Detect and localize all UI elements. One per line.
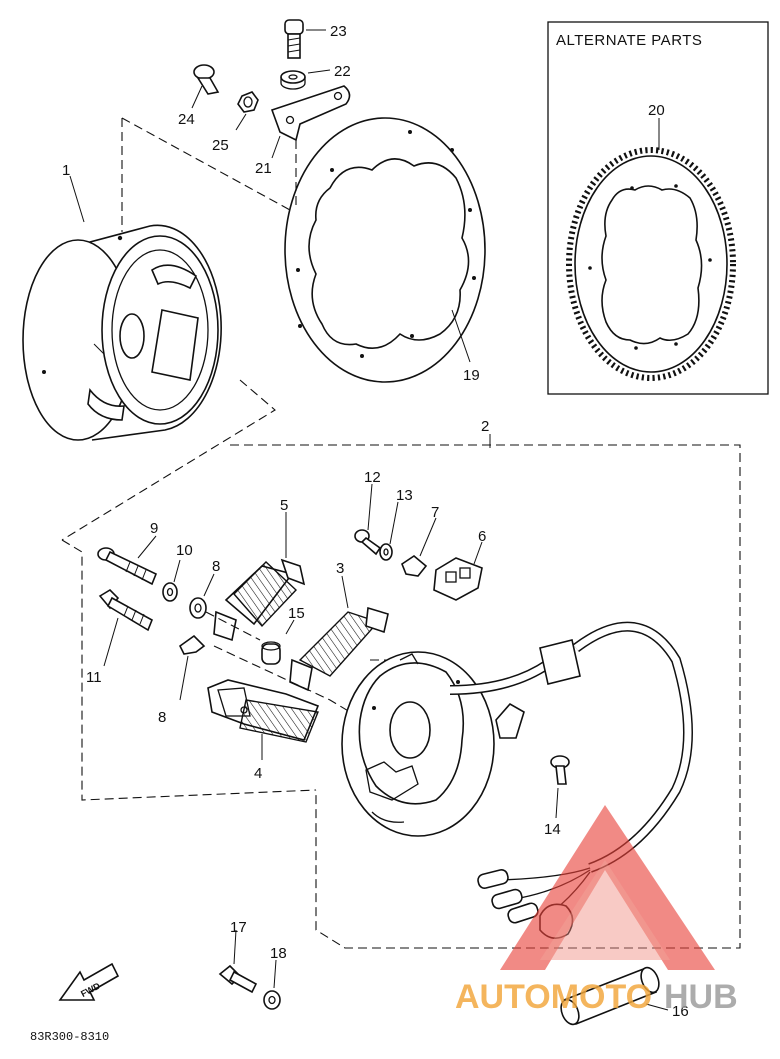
lighting-coil-part-4[interactable]: [207, 679, 320, 743]
callout-19: 19: [463, 367, 480, 384]
callout-13: 13: [396, 487, 413, 504]
callout-7: 7: [431, 504, 439, 521]
callout-16: 16: [672, 1003, 689, 1020]
callout-24: 24: [178, 111, 195, 128]
callout-6: 6: [478, 528, 486, 545]
callout-10: 10: [176, 542, 193, 559]
bolt-part-11[interactable]: [98, 588, 154, 632]
screw-part-14[interactable]: [550, 755, 570, 785]
charge-coil-part-5[interactable]: [213, 558, 306, 642]
washer-part-8-upper[interactable]: [189, 597, 207, 619]
screw-part-24[interactable]: [193, 64, 220, 95]
callout-22: 22: [334, 63, 351, 80]
diagram-code: 83R300-8310: [30, 1030, 109, 1044]
callout-3: 3: [336, 560, 344, 577]
watermark-text-1: AUTOMOTO: [455, 978, 652, 1016]
sleeve-part-16[interactable]: [558, 965, 663, 1027]
callout-14: 14: [544, 821, 561, 838]
bolt-part-17[interactable]: [218, 964, 258, 994]
callout-8-lower: 8: [158, 709, 166, 726]
forward-arrow-icon: FWD: [58, 962, 120, 1001]
bolt-part-23[interactable]: [284, 19, 304, 59]
callout-23: 23: [330, 23, 347, 40]
callout-15: 15: [288, 605, 305, 622]
washer-part-13[interactable]: [379, 543, 393, 561]
callout-5: 5: [280, 497, 288, 514]
callout-20: 20: [648, 102, 665, 119]
ring-gear-part-20[interactable]: [566, 147, 736, 381]
callout-4: 4: [254, 765, 262, 782]
bracket-part-21[interactable]: [270, 85, 351, 142]
callout-25: 25: [212, 137, 229, 154]
pulser-coil-part-3[interactable]: [289, 606, 389, 692]
alternate-parts-box: ALTERNATE PARTS: [547, 21, 769, 395]
washer-part-22[interactable]: [280, 70, 306, 90]
callout-1: 1: [62, 162, 70, 179]
washer-part-10[interactable]: [162, 582, 178, 602]
callout-11: 11: [86, 669, 102, 686]
callout-9: 9: [150, 520, 158, 537]
plate-ring-part-19[interactable]: [284, 117, 486, 383]
clamp-part-7[interactable]: [401, 555, 428, 577]
callout-17: 17: [230, 919, 247, 936]
spacer-part-15[interactable]: [261, 641, 281, 665]
callout-8-upper: 8: [212, 558, 220, 575]
callout-21: 21: [255, 160, 272, 177]
nut-part-25[interactable]: [237, 91, 259, 113]
alternate-parts-title: ALTERNATE PARTS: [556, 32, 702, 49]
stator-base-plate[interactable]: [341, 651, 525, 837]
callout-18: 18: [270, 945, 287, 962]
watermark-text-2: HUB: [664, 978, 738, 1016]
watermark-logo: AUTOMOTO HUB: [455, 805, 738, 1016]
bolt-part-9[interactable]: [97, 547, 158, 586]
connector-part-6[interactable]: [433, 557, 483, 601]
callout-2: 2: [481, 418, 489, 435]
callout-12: 12: [364, 469, 381, 486]
flywheel-rotor-part-1[interactable]: [22, 224, 222, 441]
clip-part-8-lower[interactable]: [178, 634, 206, 655]
screw-part-12[interactable]: [354, 529, 382, 556]
washer-part-18[interactable]: [263, 990, 281, 1010]
